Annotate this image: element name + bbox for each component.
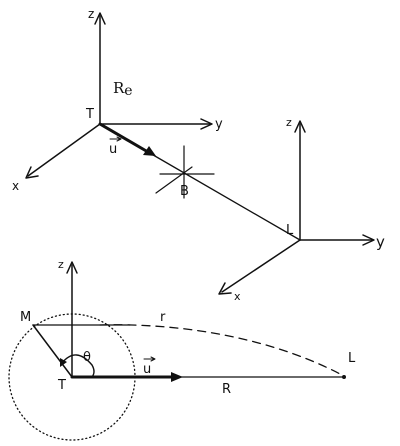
top-y-arrowhead [200, 118, 213, 130]
right-x-arrowhead [218, 282, 232, 295]
top-x-axis [27, 123, 101, 177]
bottom-vector-label-arrowtip [150, 356, 156, 362]
m-label: M [20, 310, 31, 325]
right-z-arrowhead [294, 120, 306, 133]
bottom-z-arrowhead [66, 261, 78, 274]
top-y-label: y [215, 117, 223, 132]
bottom-vector-label: u [143, 362, 151, 377]
theta-label: θ [83, 350, 91, 365]
t-to-l-line [147, 151, 301, 241]
theta-arc [61, 354, 95, 378]
bottom-z-label: z [58, 258, 64, 271]
top-vector-label-arrowtip [116, 136, 122, 142]
right-y-arrowhead [362, 234, 375, 246]
baseline-r-label: R [222, 382, 231, 397]
point-l [342, 375, 346, 379]
right-x-axis [221, 239, 301, 293]
top-x-arrowhead [25, 166, 39, 179]
earth-radius-label: Re [113, 79, 133, 99]
right-z-label: z [286, 116, 292, 129]
t-to-m-line [32, 324, 73, 378]
theta-arc-arrowhead [60, 358, 67, 367]
right-origin-label: L [286, 223, 294, 238]
bottom-center-label: T [57, 378, 66, 393]
bottom-unit-vector-arrowhead [171, 372, 183, 382]
distance-r-label: r [160, 310, 166, 325]
right-y-label: y [376, 233, 385, 251]
right-x-label: x [234, 290, 241, 303]
top-unit-vector-arrowhead [143, 146, 156, 156]
right-frame: z y x L [218, 116, 385, 303]
top-frame: z y x T Re [12, 7, 223, 193]
t-l-line-group: u B [98, 122, 301, 241]
top-z-label: z [88, 7, 94, 21]
top-x-label: x [12, 179, 19, 193]
top-z-arrowhead [94, 12, 106, 25]
b-label: B [180, 184, 189, 199]
earth-radius-letter: R [113, 79, 125, 97]
bottom-target-label: L [348, 351, 356, 366]
top-vector-label: u [109, 142, 117, 157]
earth-radius-subscript: e [124, 83, 132, 99]
b-cross-diagonal [155, 166, 193, 194]
m-to-l-dashed-curve [99, 324, 345, 377]
top-origin-label: T [85, 107, 94, 122]
top-unit-vector [98, 122, 150, 154]
bottom-diagram: z M T θ r R L u [8, 258, 356, 441]
